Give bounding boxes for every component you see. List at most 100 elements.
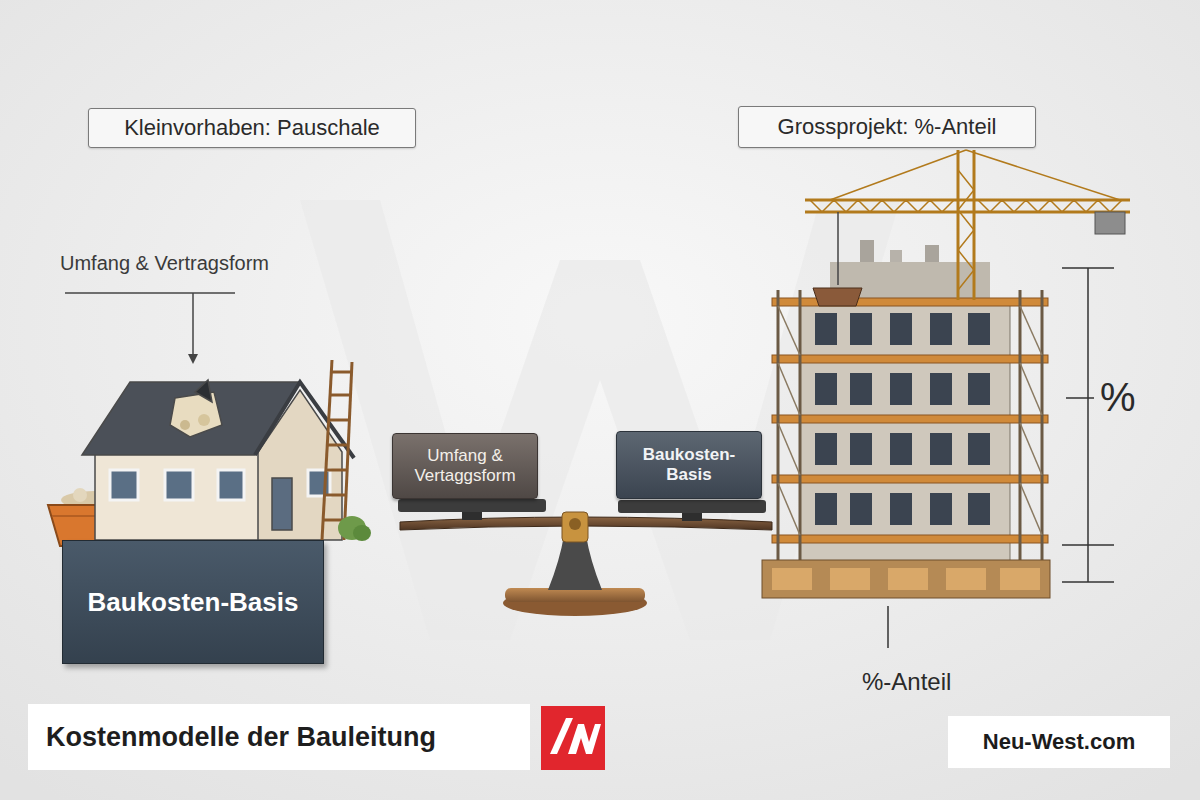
- art-g: [778, 290, 1042, 585]
- art-line: [966, 150, 1120, 200]
- brand-box: Neu-West.com: [948, 716, 1170, 768]
- art-rect: [890, 493, 912, 525]
- arrow-head: [188, 354, 198, 364]
- art-rect: [815, 433, 837, 465]
- balance-scale: [398, 499, 772, 616]
- art-rect: [462, 512, 482, 520]
- art-line: [887, 606, 889, 648]
- art-line: [327, 469, 347, 472]
- art-rect: [562, 512, 588, 542]
- box-text: Umfang & Vertaggsform: [401, 446, 529, 487]
- art-rect: [1000, 568, 1040, 590]
- counterweight: [1095, 212, 1125, 234]
- art-rect: [95, 448, 260, 540]
- art-line: [805, 211, 1130, 214]
- art-line: [1020, 423, 1042, 475]
- dimension-label: %-Anteil: [862, 668, 951, 696]
- art-line: [799, 290, 802, 585]
- art-rect: [850, 313, 872, 345]
- art-rect: [815, 493, 837, 525]
- art-line: [1020, 483, 1042, 535]
- art-line: [322, 360, 332, 540]
- art-polyline: [255, 382, 354, 458]
- art-rect: [946, 568, 986, 590]
- art-rect: [762, 560, 1050, 598]
- crane: [805, 150, 1130, 300]
- art-line: [1062, 267, 1114, 269]
- art-circle: [569, 518, 581, 530]
- art-rect: [772, 355, 1048, 363]
- house: [82, 380, 354, 540]
- art-line: [1020, 363, 1042, 415]
- art-rect: [850, 373, 872, 405]
- art-line: [1066, 397, 1094, 399]
- art-polygon: [170, 392, 222, 437]
- art-rect: [772, 298, 1048, 306]
- art-rect: [830, 568, 870, 590]
- dimension-bracket: [888, 268, 1114, 648]
- art-circle: [180, 420, 190, 430]
- box-text: Grossprojekt: %-Anteil: [778, 114, 997, 140]
- scale-weight: Umfang & Vertaggsform: [392, 433, 538, 499]
- art-rect: [930, 433, 952, 465]
- base-block: Baukosten-Basis: [62, 540, 324, 664]
- art-line: [328, 444, 348, 447]
- art-ellipse: [353, 525, 371, 541]
- dimension-label: %: [1100, 375, 1136, 420]
- art-rect: [850, 493, 872, 525]
- art-rect: [165, 470, 193, 500]
- leader-arrow: [65, 293, 235, 354]
- art-line: [778, 363, 800, 415]
- art-g: [778, 306, 1042, 535]
- art-line: [325, 494, 346, 497]
- art-rect: [890, 433, 912, 465]
- art-line: [778, 483, 800, 535]
- art-line: [65, 292, 235, 294]
- art-line: [1020, 306, 1042, 355]
- art-rect: [930, 373, 952, 405]
- art-line: [1087, 268, 1089, 582]
- art-rect: [772, 535, 1048, 543]
- art-line: [778, 423, 800, 475]
- art-rect: [890, 313, 912, 345]
- crane-load: [813, 288, 862, 306]
- art-line: [331, 394, 350, 397]
- art-rect: [218, 470, 244, 500]
- art-rect: [930, 313, 952, 345]
- art-line: [332, 371, 351, 374]
- art-path: [548, 535, 602, 590]
- art-rect: [968, 373, 990, 405]
- art-rect: [772, 475, 1048, 483]
- art-circle: [198, 414, 210, 426]
- art-line: [1062, 544, 1114, 546]
- header-box: Kleinvorhaben: Pauschale: [88, 108, 416, 148]
- art-rect: [815, 373, 837, 405]
- annotation: Umfang & Vertragsform: [60, 252, 269, 275]
- art-rect: [272, 478, 292, 530]
- box-text: Baukosten-Basis: [88, 587, 299, 618]
- art-rect: [968, 433, 990, 465]
- art-path: [958, 170, 974, 290]
- art-rect: [815, 313, 837, 345]
- art-rect: [772, 415, 1048, 423]
- bush: [338, 516, 371, 541]
- art-line: [973, 150, 976, 300]
- brand-logo: [541, 706, 605, 770]
- art-rect: [890, 373, 912, 405]
- art-g: [772, 568, 1040, 590]
- building: [762, 240, 1050, 598]
- art-rect: [618, 500, 766, 513]
- header-box: Grossprojekt: %-Anteil: [738, 106, 1036, 148]
- art-line: [1041, 290, 1044, 585]
- art-line: [192, 293, 194, 354]
- art-line: [778, 306, 800, 355]
- art-rect: [110, 470, 138, 500]
- art-polygon: [568, 724, 601, 754]
- art-line: [830, 150, 966, 200]
- art-rect: [930, 493, 952, 525]
- art-rect: [505, 588, 645, 602]
- art-circle: [73, 488, 87, 502]
- art-rect: [800, 300, 1010, 595]
